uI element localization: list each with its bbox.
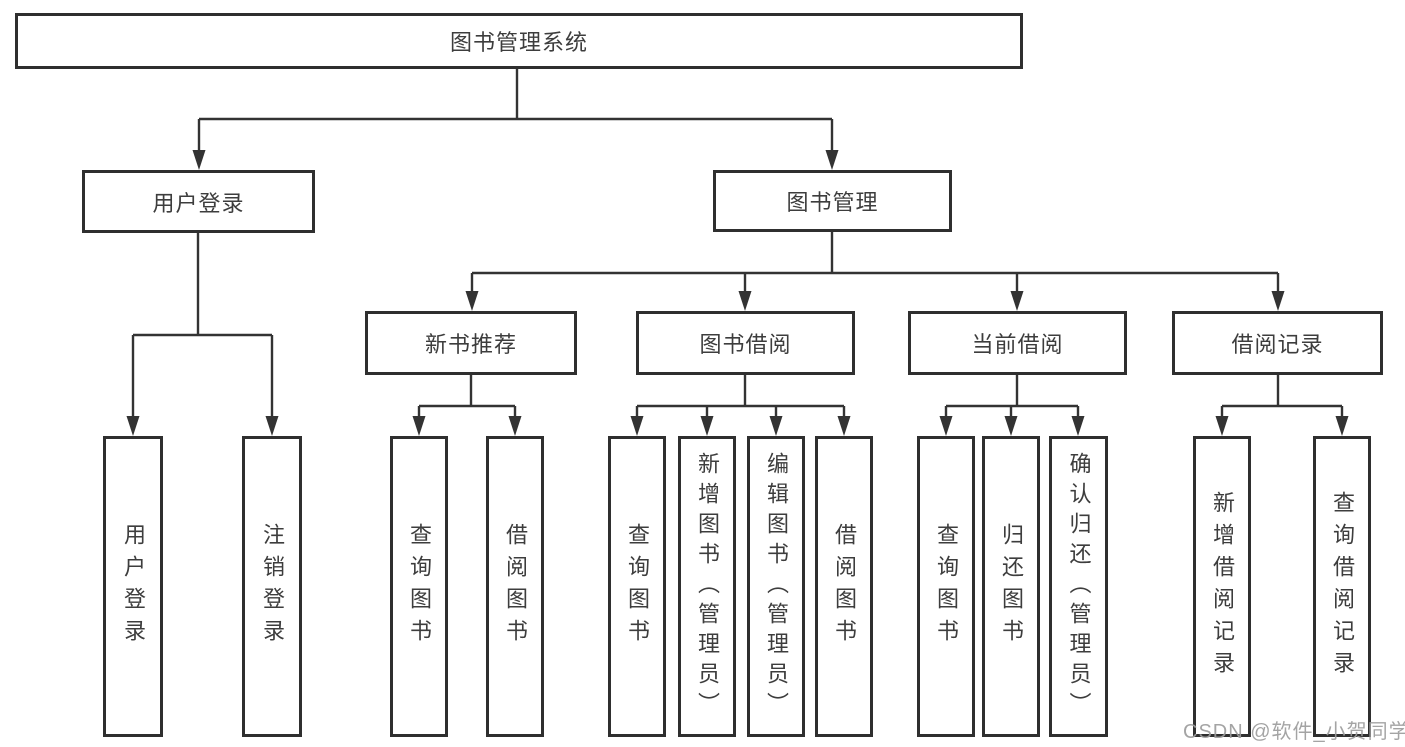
connector-current-borrowing (939, 375, 1085, 436)
node-label: 当前借阅 (971, 332, 1064, 357)
node-label: 确认归还（管理员） (1066, 451, 1092, 722)
arrow-down-icon (769, 416, 783, 436)
arrow-down-icon (738, 291, 752, 311)
arrow-down-icon (1010, 291, 1024, 311)
arrow-down-icon (1071, 416, 1085, 436)
node-library-management-system: 图书管理系统 (15, 13, 1023, 69)
leaf-borrow-books: 借阅图书 (815, 436, 873, 737)
node-label: 用户登录 (121, 522, 146, 651)
node-label: 图书管理系统 (449, 30, 588, 55)
leaf-return-books: 归还图书 (982, 436, 1040, 737)
node-book-management: 图书管理 (713, 170, 952, 232)
node-label: 查询图书 (934, 522, 959, 651)
node-label: 归还图书 (999, 522, 1024, 651)
arrow-down-icon (465, 291, 479, 311)
node-borrowing-records: 借阅记录 (1172, 311, 1383, 375)
leaf-add-books-admin: 新增图书（管理员） (678, 436, 736, 737)
node-label: 查询图书 (407, 522, 432, 651)
node-label: 借阅图书 (503, 522, 528, 651)
node-label: 新增借阅记录 (1210, 490, 1235, 683)
leaf-query-books-borrow: 查询图书 (608, 436, 666, 737)
node-label: 编辑图书（管理员） (764, 451, 789, 722)
csdn-watermark: CSDN @软件_小贺同学 (1183, 721, 1405, 743)
node-user-login: 用户登录 (82, 170, 315, 233)
node-label: 图书借阅 (699, 332, 792, 357)
node-label: 新书推荐 (424, 332, 517, 357)
arrow-down-icon (825, 150, 839, 170)
arrow-down-icon (265, 416, 279, 436)
arrow-down-icon (837, 416, 851, 436)
arrow-down-icon (700, 416, 714, 436)
leaf-borrow-books-rec: 借阅图书 (486, 436, 544, 737)
leaf-query-books-rec: 查询图书 (390, 436, 448, 737)
leaf-user-login: 用户登录 (103, 436, 163, 737)
arrow-down-icon (1335, 416, 1349, 436)
arrow-down-icon (126, 416, 140, 436)
arrow-down-icon (508, 416, 522, 436)
connector-borrow-records (1215, 375, 1349, 436)
arrow-down-icon (1004, 416, 1018, 436)
connector-user-login (126, 233, 279, 436)
arrow-down-icon (939, 416, 953, 436)
node-book-borrowing: 图书借阅 (636, 311, 855, 375)
leaf-add-borrow-record: 新增借阅记录 (1193, 436, 1251, 737)
leaf-confirm-return-admin: 确认归还（管理员） (1049, 436, 1108, 737)
arrow-down-icon (192, 150, 206, 170)
leaf-query-borrow-record: 查询借阅记录 (1313, 436, 1371, 737)
arrow-down-icon (1215, 416, 1229, 436)
connector-book-borrowing (630, 375, 851, 436)
arrow-down-icon (412, 416, 426, 436)
connector-new-book-rec (412, 375, 522, 436)
leaf-query-books-current: 查询图书 (917, 436, 975, 737)
arrow-down-icon (1271, 291, 1285, 311)
connector-book-management (465, 232, 1285, 311)
node-current-borrowing: 当前借阅 (908, 311, 1127, 375)
node-label: 借阅图书 (832, 522, 857, 651)
leaf-edit-books-admin: 编辑图书（管理员） (747, 436, 805, 737)
connector-root (192, 69, 839, 170)
node-label: 注销登录 (260, 522, 285, 651)
arrow-down-icon (630, 416, 644, 436)
leaf-logout: 注销登录 (242, 436, 302, 737)
node-new-book-recommendation: 新书推荐 (365, 311, 577, 375)
node-label: 新增图书（管理员） (695, 451, 720, 722)
node-label: 用户登录 (152, 190, 245, 216)
node-label: 查询图书 (625, 522, 650, 651)
node-label: 图书管理 (786, 190, 879, 215)
node-label: 借阅记录 (1231, 332, 1324, 357)
node-label: 查询借阅记录 (1330, 490, 1355, 683)
